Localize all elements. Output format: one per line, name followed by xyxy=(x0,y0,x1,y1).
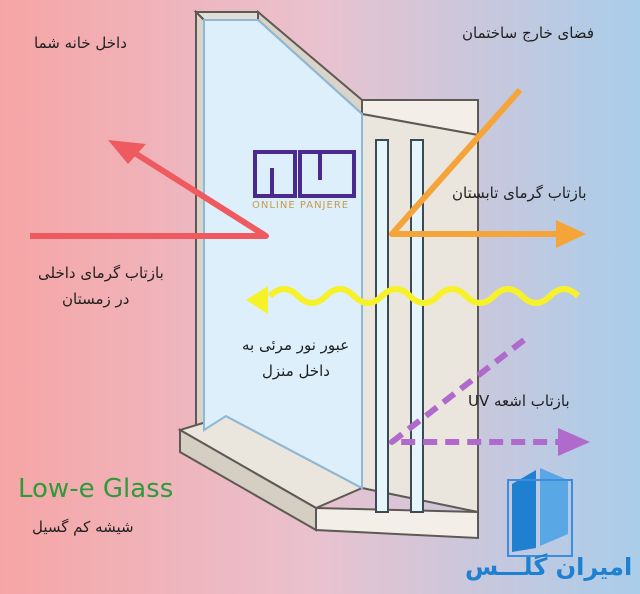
summer-heat-arrow xyxy=(389,88,586,248)
uv-reflection-label: بازتاب اشعه UV xyxy=(468,392,570,410)
visible-light-label-line2: داخل منزل xyxy=(262,362,330,380)
online-panjere-logo xyxy=(253,150,356,198)
online-panjere-logo-text: ONLINE PANJERE xyxy=(252,200,350,211)
summer-heat-label: بازتاب گرمای تابستان xyxy=(452,184,587,202)
outside-building-label: فضای خارج ساختمان xyxy=(462,24,594,42)
winter-heat-label-line1: بازتاب گرمای داخلی xyxy=(38,264,164,282)
diagram-subtitle: شیشه کم گسیل xyxy=(32,518,134,536)
amiran-glass-logo-icon xyxy=(507,468,573,557)
inside-home-label: داخل خانه شما xyxy=(34,34,127,52)
visible-light-wave xyxy=(246,286,581,314)
glass-layer-2 xyxy=(410,139,424,513)
winter-heat-arrow xyxy=(30,140,269,239)
amiran-glass-brand-text: امیران گلـــس xyxy=(465,553,633,581)
winter-heat-label-line2: در زمستان xyxy=(62,290,130,308)
diagram-title: Low-e Glass xyxy=(18,474,174,504)
glass-pane xyxy=(203,19,363,490)
glass-layer-1 xyxy=(375,139,389,513)
uv-reflection-arrow xyxy=(389,337,590,456)
visible-light-label-line1: عبور نور مرئی به xyxy=(242,336,350,354)
